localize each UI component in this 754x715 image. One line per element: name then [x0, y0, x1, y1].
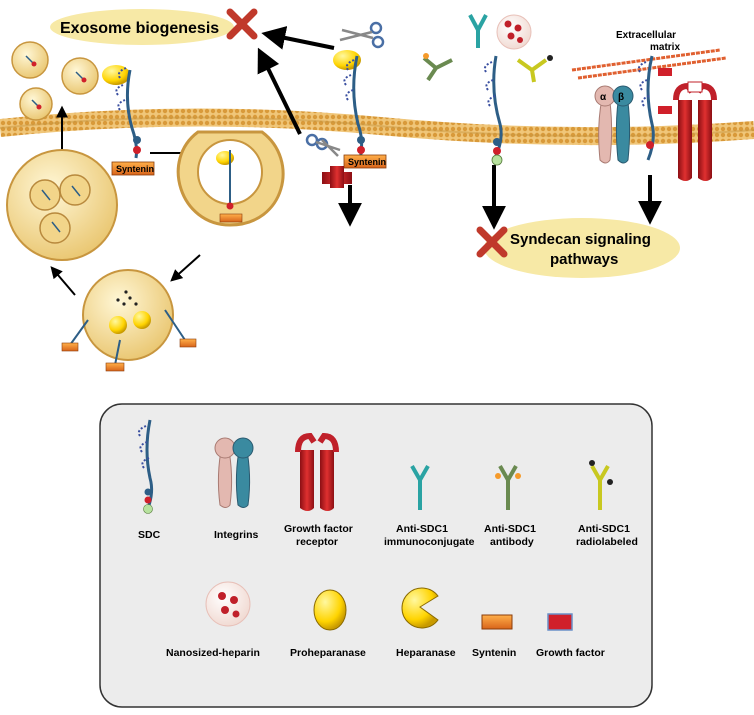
legend-antibody-icon — [495, 465, 521, 510]
sdc-molecule-growth-factor — [637, 55, 672, 161]
legend-label-heparanase: Heparanase — [396, 647, 456, 659]
inhibition-x-icon — [476, 226, 508, 258]
immunoconjugate-icon — [468, 14, 488, 48]
extracellular-matrix-line1: Extracellular — [616, 30, 676, 41]
extracellular-matrix-line2: matrix — [650, 42, 680, 53]
inhibition-x-icon — [226, 8, 258, 40]
legend-label-antibody-line2: antibody — [490, 536, 534, 548]
antibody-icon — [422, 53, 453, 82]
nanosized-heparin-icon — [496, 14, 532, 50]
legend-syntenin-icon — [481, 614, 513, 630]
legend-row1-labels: SDC Integrins Growth factor receptor Ant… — [138, 523, 638, 548]
legend-growth-factor-icon — [547, 613, 573, 631]
legend-radiolabeled-icon — [589, 460, 613, 510]
legend-label-immunoconjugate-line2: immunoconjugate — [384, 536, 475, 548]
syndecan-signaling-line1: Syndecan signaling — [510, 231, 651, 248]
legend-integrins-icon — [214, 437, 254, 508]
sdc-molecule-cleaved: Syntenin — [322, 50, 387, 188]
legend-nanosized-heparin-icon — [205, 581, 251, 627]
legend-label-sdc: SDC — [138, 529, 161, 541]
legend-heparanase-icon — [401, 587, 439, 629]
legend-label-growth-factor: Growth factor — [536, 647, 605, 659]
legend-immunoconjugate-icon — [410, 465, 430, 510]
svg-text:β: β — [618, 92, 624, 103]
integrins: α β — [594, 85, 634, 164]
legend-label-gfr-line1: Growth factor — [284, 523, 353, 535]
cell-membrane — [0, 108, 754, 146]
legend-label-gfr-line2: receptor — [296, 536, 338, 548]
legend-growth-factor-receptor-icon — [295, 432, 339, 511]
legend-label-integrins: Integrins — [214, 529, 258, 541]
syndecan-signaling-line2: pathways — [550, 251, 618, 268]
budding-invagination — [176, 130, 285, 227]
sdc-molecule: Syntenin — [102, 65, 155, 176]
legend-label-proheparanase: Proheparanase — [290, 647, 366, 659]
sdc-molecule-antibody-target — [483, 55, 503, 166]
endosome — [61, 269, 197, 372]
released-exosomes — [11, 41, 99, 121]
legend-sdc-icon — [137, 419, 154, 514]
arrows — [50, 26, 662, 296]
scissors-icon — [339, 21, 385, 49]
legend-label-antibody-line1: Anti-SDC1 — [484, 523, 536, 535]
multivesicular-body — [6, 149, 118, 261]
svg-text:Syntenin: Syntenin — [348, 157, 386, 167]
legend-label-radiolabeled-line1: Anti-SDC1 — [578, 523, 630, 535]
svg-text:Syntenin: Syntenin — [116, 164, 154, 174]
legend-box — [99, 403, 653, 708]
legend-label-nanosized-heparin: Nanosized-heparin — [166, 647, 260, 659]
legend-label-immunoconjugate-line1: Anti-SDC1 — [396, 523, 448, 535]
radiolabeled-antibody-icon — [516, 55, 553, 83]
svg-text:α: α — [600, 92, 607, 103]
legend-label-radiolabeled-line2: radiolabeled — [576, 536, 638, 548]
legend-proheparanase-icon — [313, 589, 347, 631]
growth-factor-receptor — [673, 81, 717, 181]
legend-label-syntenin: Syntenin — [472, 647, 516, 659]
legend-row2-labels: Nanosized-heparin Proheparanase Heparana… — [166, 647, 605, 659]
scissors-icon — [305, 133, 341, 157]
exosome-biogenesis-label: Exosome biogenesis — [50, 9, 234, 45]
syndecan-signaling-label: Syndecan signaling pathways — [484, 218, 680, 278]
exosome-biogenesis-text: Exosome biogenesis — [60, 20, 219, 37]
